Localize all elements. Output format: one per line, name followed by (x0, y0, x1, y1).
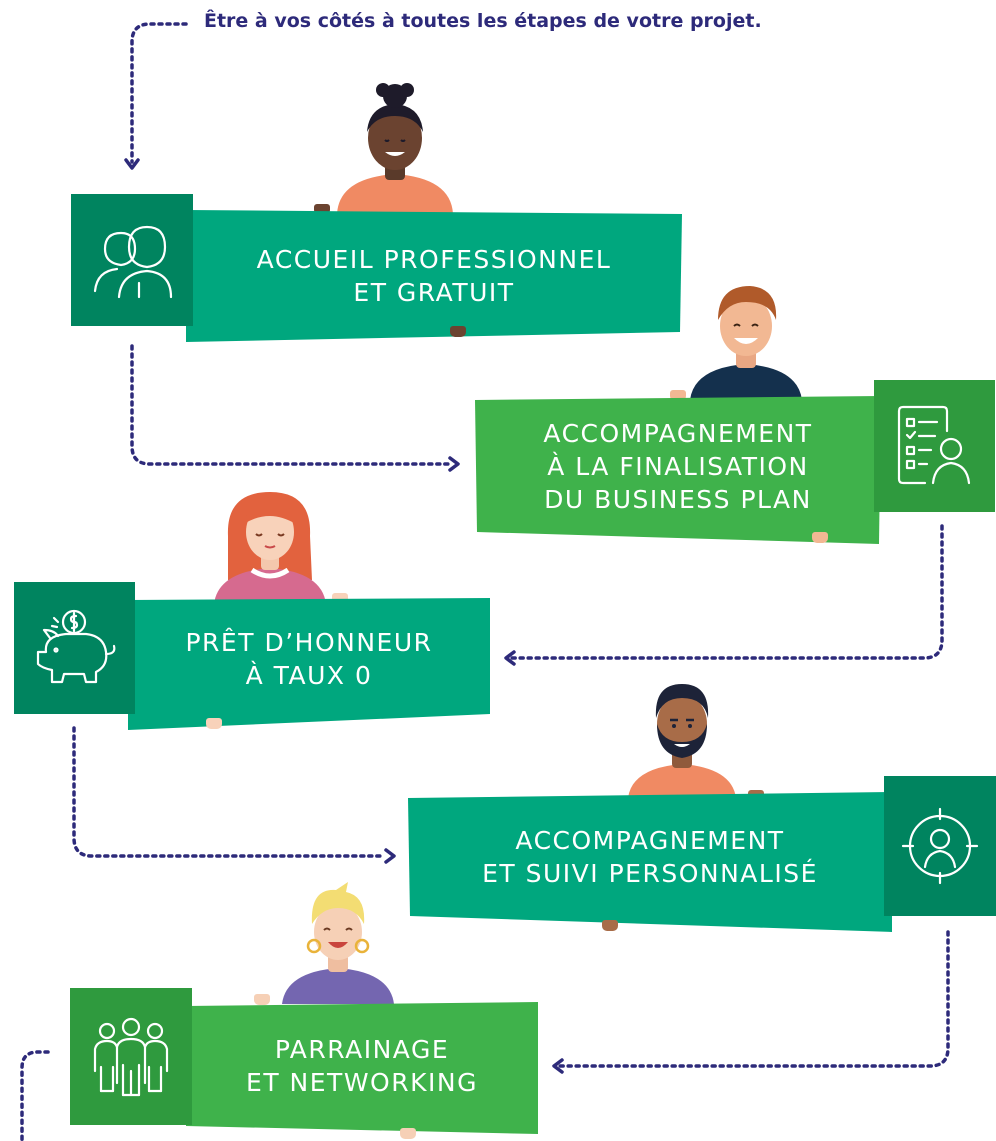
icon-box (71, 194, 193, 326)
two-people-icon (93, 225, 173, 299)
hand (206, 718, 222, 729)
banner-line: ET GRATUIT (353, 278, 515, 307)
banner-shape (186, 210, 682, 342)
banner-accueil: ACCUEIL PROFESSIONNEL ET GRATUIT (186, 210, 682, 342)
banner-line: ET NETWORKING (246, 1068, 478, 1097)
banner-line: ACCOMPAGNEMENT (543, 418, 813, 448)
checklist-person-icon (897, 405, 970, 485)
icon-box (884, 776, 996, 916)
icon-box (874, 380, 995, 512)
hand (254, 994, 270, 1005)
banner-line: PARRAINAGE (274, 1035, 450, 1064)
banner-line: À TAUX 0 (245, 661, 373, 690)
hand (314, 204, 330, 215)
banner-shape (408, 792, 892, 932)
banner-line: PRÊT D’HONNEUR (185, 628, 433, 657)
banner-line: DU BUSINESS PLAN (544, 484, 812, 514)
bearded-man-character (628, 684, 736, 798)
woman-character (337, 83, 453, 214)
banner-line: ET SUIVI PERSONNALISÉ (482, 859, 818, 888)
hand (602, 920, 618, 931)
banner-parrainage: PARRAINAGE ET NETWORKING (186, 1002, 538, 1130)
icon-box (14, 582, 135, 714)
hand (400, 1128, 416, 1139)
icon-box (70, 988, 192, 1125)
banner-line: ACCUEIL PROFESSIONNEL (256, 245, 612, 274)
piggy-bank-icon (36, 609, 115, 684)
hand (812, 532, 828, 543)
woman-character (282, 882, 394, 1004)
banner-shape (186, 1002, 538, 1134)
banner-shape (475, 396, 881, 544)
hand (450, 326, 466, 337)
group-icon (93, 1017, 169, 1096)
target-person-icon (901, 807, 979, 885)
banner-pret-honneur: PRÊT D’HONNEUR À TAUX 0 (128, 598, 490, 720)
banner-line: À LA FINALISATION (547, 451, 809, 481)
hand (332, 593, 348, 604)
woman-character (214, 492, 326, 604)
banner-line: ACCOMPAGNEMENT (515, 826, 785, 855)
banner-shape (128, 598, 490, 730)
intro-text: Être à vos côtés à toutes les étapes de … (204, 10, 762, 32)
hand (670, 390, 686, 401)
banner-suivi: ACCOMPAGNEMENT ET SUIVI PERSONNALISÉ (408, 792, 892, 922)
man-character (690, 286, 802, 400)
